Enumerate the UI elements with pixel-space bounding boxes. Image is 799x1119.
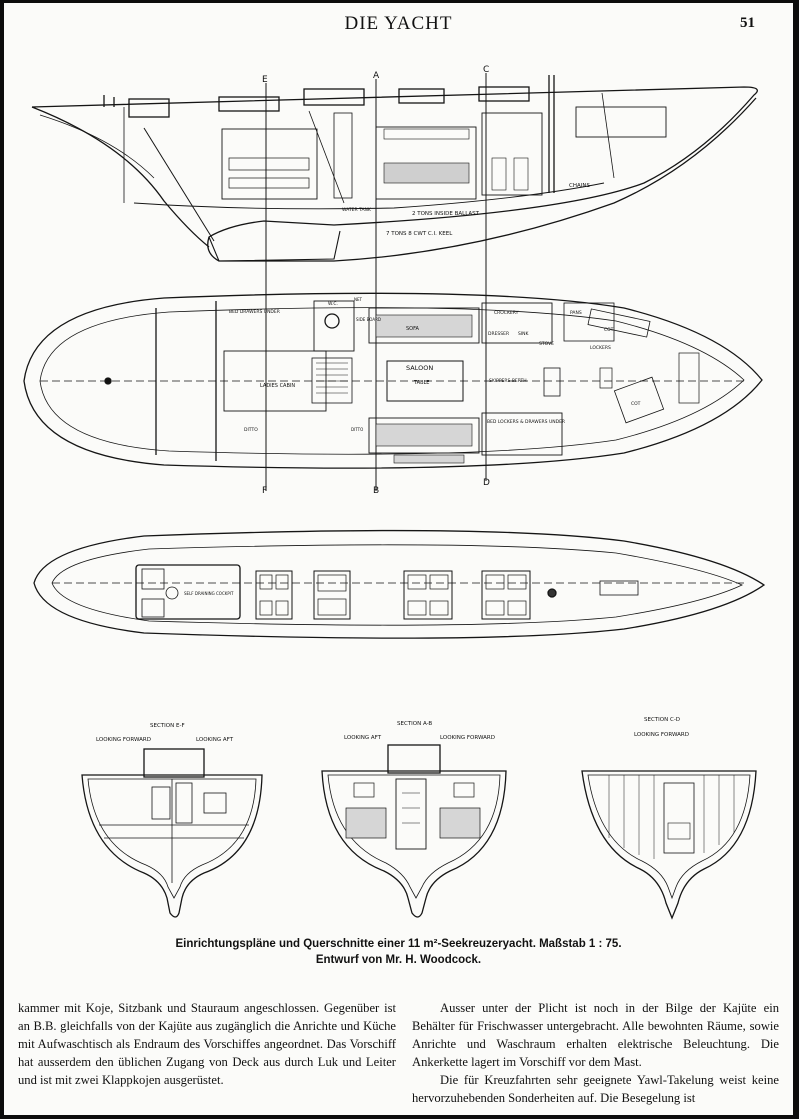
section-marker-f: F (262, 486, 267, 496)
section-cd-title: SECTION C-D (644, 717, 680, 723)
section-marker-e: E (262, 75, 268, 85)
cot-label-fwd: COT (604, 327, 614, 333)
figure-credit: Entwurf von Mr. H. Woodcock. (315, 954, 482, 966)
lockers-label: LOCKERS (590, 345, 611, 351)
section-cd-right-label: LOOKING FORWARD (634, 732, 689, 738)
keel-label: 7 TONS 8 CWT C.I. KEEL (386, 231, 453, 237)
deck-plan: SELF DRAINING COCKPIT (33, 529, 766, 639)
section-ef-left-label: LOOKING FORWARD (96, 737, 151, 743)
ditto-label-saloon: DITTO (351, 427, 363, 432)
sideboard-label: SIDE BOARD (356, 317, 381, 322)
accommodation-plan: BED DRAWERS UNDER LADIES CABIN DITTO W.C… (23, 292, 763, 496)
dresser-label: DRESSER (488, 331, 509, 337)
sink-label: SINK (518, 331, 530, 337)
ballast-label: 2 TONS INSIDE BALLAST (412, 211, 480, 217)
sofa-label-port: SOFA (406, 326, 420, 332)
saloon-label: SALOON (406, 364, 433, 372)
section-marker-b: B (373, 486, 379, 496)
cot-label-stbd: COT (631, 401, 641, 407)
running-head: DIE YACHT (344, 13, 453, 34)
skippers-berth-label: SKIPPERS BERTH (489, 378, 527, 384)
table-label: TABLE (413, 380, 429, 386)
bed-drawers-label: BED DRAWERS UNDER (229, 309, 280, 315)
ditto-label-aft: DITTO (244, 427, 258, 433)
section-ab-right-label: LOOKING FORWARD (440, 735, 495, 741)
page: DIE YACHT 51 (4, 3, 793, 1115)
paragraph: Die für Kreuzfahrten sehr geeignete Yawl… (412, 1073, 779, 1105)
yacht-plans-drawing: E A C 2 TONS INSIDE BALLAST 7 TONS 8 CWT… (23, 65, 766, 920)
stove-label: STOVE (539, 341, 554, 347)
paragraph: kammer mit Koje, Sitzbank und Stauraum a… (18, 1001, 396, 1087)
chains-label: CHAINS (569, 183, 590, 189)
section-ef-title: SECTION E-F (150, 723, 185, 729)
water-tank-label: WATER TANK (342, 207, 372, 213)
section-ab-left-label: LOOKING AFT (344, 735, 382, 741)
section-ab-title: SECTION A-B (397, 721, 432, 727)
page-number: 51 (740, 15, 755, 31)
section-marker-d: D (483, 478, 490, 488)
section-ab-drawing (321, 744, 507, 918)
pans-label: PANS (570, 310, 582, 316)
wc-label: W.C. (328, 301, 338, 307)
ladies-cabin-label: LADIES CABIN (260, 383, 295, 389)
net-label: NET (354, 297, 363, 302)
section-ef-right-label: LOOKING AFT (196, 737, 234, 743)
profile-view: E A C 2 TONS INSIDE BALLAST 7 TONS 8 CWT… (31, 65, 758, 491)
section-marker-a: A (373, 71, 380, 81)
bed-lockers-label: BED LOCKERS & DRAWERS UNDER (487, 419, 565, 425)
paragraph: Ausser unter der Plicht ist noch in der … (412, 1001, 779, 1069)
text-column-right: Ausser unter der Plicht ist noch in der … (412, 999, 779, 1107)
section-marker-c: C (483, 65, 489, 75)
cockpit-label: SELF DRAINING COCKPIT (184, 591, 234, 596)
section-cd-drawing (581, 770, 757, 920)
section-ef-drawing (81, 748, 263, 918)
crockery-label: CROCKERY (494, 310, 519, 316)
figure-caption: Einrichtungspläne und Querschnitte einer… (175, 938, 622, 950)
text-column-left: kammer mit Koje, Sitzbank und Stauraum a… (18, 999, 396, 1089)
